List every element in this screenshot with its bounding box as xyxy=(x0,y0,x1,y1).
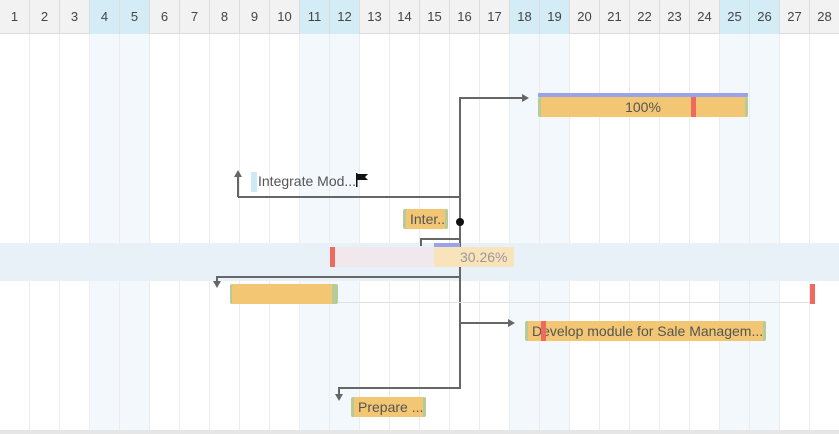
day-column xyxy=(390,34,420,434)
day-column xyxy=(630,34,660,434)
day-column xyxy=(810,34,839,434)
day-column xyxy=(330,34,360,434)
day-column xyxy=(570,34,600,434)
day-header-6: 6 xyxy=(150,0,180,34)
task-progress-label: 30.26% xyxy=(460,249,508,265)
day-column xyxy=(240,34,270,434)
day-column xyxy=(480,34,510,434)
day-header-3: 3 xyxy=(60,0,90,34)
day-column xyxy=(300,34,330,434)
day-header-14: 14 xyxy=(390,0,420,34)
task-progress-label: 100% xyxy=(625,99,661,115)
day-column xyxy=(450,34,480,434)
day-header-21: 21 xyxy=(600,0,630,34)
day-header-25: 25 xyxy=(720,0,750,34)
task-bar-prepare[interactable]: Prepare ... xyxy=(351,397,426,417)
day-column xyxy=(780,34,810,434)
day-column xyxy=(360,34,390,434)
deadline-marker xyxy=(330,247,335,267)
task-track-line xyxy=(338,302,813,303)
day-header-11: 11 xyxy=(300,0,330,34)
task-bar-inter[interactable]: Inter... xyxy=(403,209,448,229)
day-column xyxy=(600,34,630,434)
day-column xyxy=(30,34,60,434)
deadline-marker xyxy=(810,284,815,304)
day-header-12: 12 xyxy=(330,0,360,34)
day-header-28: 28 xyxy=(810,0,839,34)
day-column xyxy=(180,34,210,434)
day-column xyxy=(270,34,300,434)
flag-icon xyxy=(356,173,368,187)
milestone-bar xyxy=(251,172,257,192)
day-column xyxy=(690,34,720,434)
task-label-develop: Develop module for Sale Managem... xyxy=(532,323,764,339)
day-column xyxy=(0,34,30,434)
day-column xyxy=(420,34,450,434)
day-header-9: 9 xyxy=(240,0,270,34)
day-header-24: 24 xyxy=(690,0,720,34)
day-header-10: 10 xyxy=(270,0,300,34)
day-header-1: 1 xyxy=(0,0,30,34)
day-header-19: 19 xyxy=(540,0,570,34)
day-header-5: 5 xyxy=(120,0,150,34)
day-header-7: 7 xyxy=(180,0,210,34)
day-header-27: 27 xyxy=(780,0,810,34)
progress-indicator xyxy=(434,243,460,247)
day-column xyxy=(90,34,120,434)
day-header-18: 18 xyxy=(510,0,540,34)
task-label-integrate[interactable]: Integrate Mod... xyxy=(258,173,357,189)
day-header-20: 20 xyxy=(570,0,600,34)
day-header-16: 16 xyxy=(450,0,480,34)
day-header-15: 15 xyxy=(420,0,450,34)
day-column xyxy=(120,34,150,434)
task-bar-top[interactable]: 100% xyxy=(538,97,748,117)
task-label-inter: Inter... xyxy=(410,211,448,227)
day-column xyxy=(660,34,690,434)
baseline-bar xyxy=(330,247,434,267)
day-header-2: 2 xyxy=(30,0,60,34)
deadline-marker xyxy=(541,321,546,341)
day-header-8: 8 xyxy=(210,0,240,34)
task-bar-selected[interactable]: 30.26% xyxy=(434,247,514,267)
day-column xyxy=(150,34,180,434)
task-label-prepare: Prepare ... xyxy=(358,399,424,415)
horizontal-scrollbar[interactable] xyxy=(0,430,839,434)
deadline-marker xyxy=(691,97,696,117)
day-header-17: 17 xyxy=(480,0,510,34)
progress-indicator xyxy=(538,93,748,97)
day-column xyxy=(60,34,90,434)
task-bar-develop[interactable]: Develop module for Sale Managem... xyxy=(525,321,766,341)
day-header-13: 13 xyxy=(360,0,390,34)
task-bar-row4[interactable] xyxy=(230,284,338,304)
day-header-23: 23 xyxy=(660,0,690,34)
day-column xyxy=(750,34,780,434)
day-column xyxy=(210,34,240,434)
day-header-4: 4 xyxy=(90,0,120,34)
connector-dot[interactable] xyxy=(456,218,464,226)
day-header-26: 26 xyxy=(750,0,780,34)
day-header-22: 22 xyxy=(630,0,660,34)
